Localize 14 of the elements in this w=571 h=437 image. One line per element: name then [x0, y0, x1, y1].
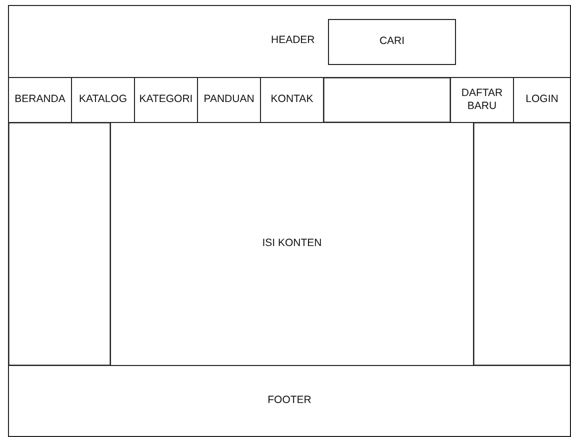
section-label: KATEGORI [139, 93, 193, 107]
section-label: KATALOG [78, 93, 128, 107]
section-label: FOOTER [268, 394, 312, 408]
wireframe-section [328, 19, 456, 65]
wireframe-section [8, 5, 571, 78]
section-label: BERANDA [14, 93, 66, 107]
section-label: DAFTAR BARU [460, 86, 504, 114]
section-label: KONTAK [270, 93, 314, 107]
section-label: LOGIN [526, 93, 558, 107]
wireframe-section [8, 365, 571, 437]
section-label: CARI [379, 35, 405, 49]
section-label: PANDUAN [204, 93, 254, 107]
section-label: ISI KONTEN [262, 237, 322, 251]
section-label: HEADER [271, 34, 315, 48]
